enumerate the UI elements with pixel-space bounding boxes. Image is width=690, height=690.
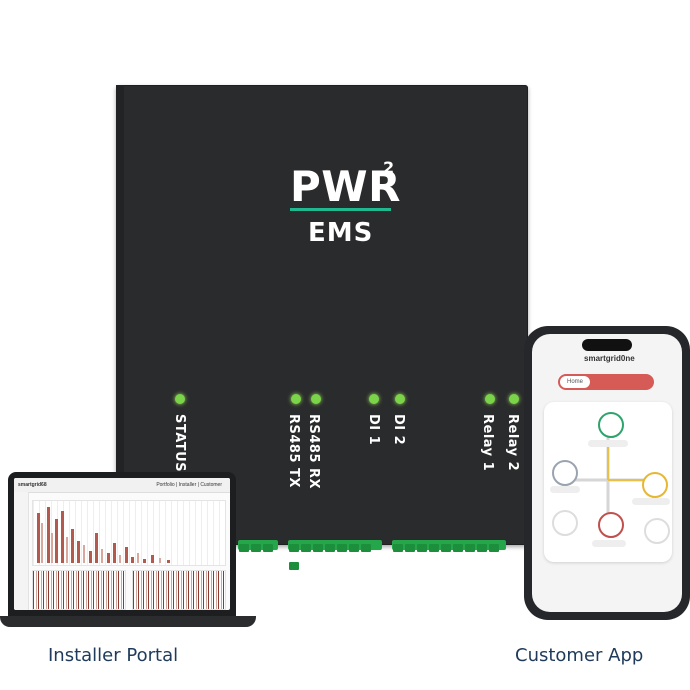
indicator-label-di2: DI 2	[391, 414, 406, 446]
portal-sidebar	[14, 492, 29, 610]
solar-chip	[588, 440, 628, 447]
app-mode-toggle-label: Home	[560, 376, 590, 388]
laptop-base	[0, 616, 256, 627]
device-logo-superscript: 2	[383, 158, 395, 177]
relay2-led	[509, 394, 519, 404]
caption-customer-app: Customer App	[515, 645, 644, 666]
customer-app-screen: smartgrid0ne Home	[532, 334, 682, 612]
ev-icon	[552, 510, 578, 536]
caption-installer-portal: Installer Portal	[48, 645, 179, 666]
portal-mini-chart	[132, 570, 226, 610]
indicator-label-rs485-tx: RS485 TX	[286, 414, 301, 488]
home-chip	[592, 540, 626, 547]
indicator-label-relay1: Relay 1	[480, 414, 495, 472]
indicator-label-relay2: Relay 2	[505, 414, 520, 472]
load-icon	[644, 518, 670, 544]
logo-divider	[290, 208, 391, 211]
phone-notch	[582, 339, 632, 351]
rs485-tx-led	[291, 394, 301, 404]
grid-chip	[632, 498, 670, 505]
portal-header-links: Portfolio | Installer | Customer	[156, 482, 222, 488]
indicator-label-di1: DI 1	[366, 414, 381, 446]
battery-icon	[552, 460, 578, 486]
terminal-block	[288, 540, 382, 570]
energy-flow-card	[544, 402, 672, 562]
app-mode-toggle[interactable]: Home	[558, 374, 654, 390]
di1-led	[369, 394, 379, 404]
device-logo: PWR	[290, 162, 401, 211]
portal-mini-chart	[32, 570, 126, 610]
indicator-label-rs485-rx: RS485 RX	[306, 414, 321, 490]
terminal-block	[238, 540, 278, 552]
portal-main-chart	[32, 500, 226, 566]
battery-chip	[550, 486, 580, 493]
di2-led	[395, 394, 405, 404]
grid-icon	[642, 472, 668, 498]
terminal-block	[392, 540, 506, 552]
solar-icon	[598, 412, 624, 438]
relay1-led	[485, 394, 495, 404]
laptop: smartgrid68 Portfolio | Installer | Cust…	[8, 472, 236, 618]
phone: smartgrid0ne Home	[524, 326, 690, 620]
indicator-label-status: STATUS	[172, 414, 187, 473]
installer-portal-screen: smartgrid68 Portfolio | Installer | Cust…	[14, 478, 230, 610]
ems-device	[116, 85, 528, 545]
home-icon	[598, 512, 624, 538]
portal-brand: smartgrid68	[18, 482, 47, 488]
status-led	[175, 394, 185, 404]
rs485-rx-led	[311, 394, 321, 404]
portal-header: smartgrid68 Portfolio | Installer | Cust…	[14, 478, 230, 493]
app-brand: smartgrid0ne	[584, 354, 635, 363]
device-subtitle: EMS	[308, 218, 374, 248]
